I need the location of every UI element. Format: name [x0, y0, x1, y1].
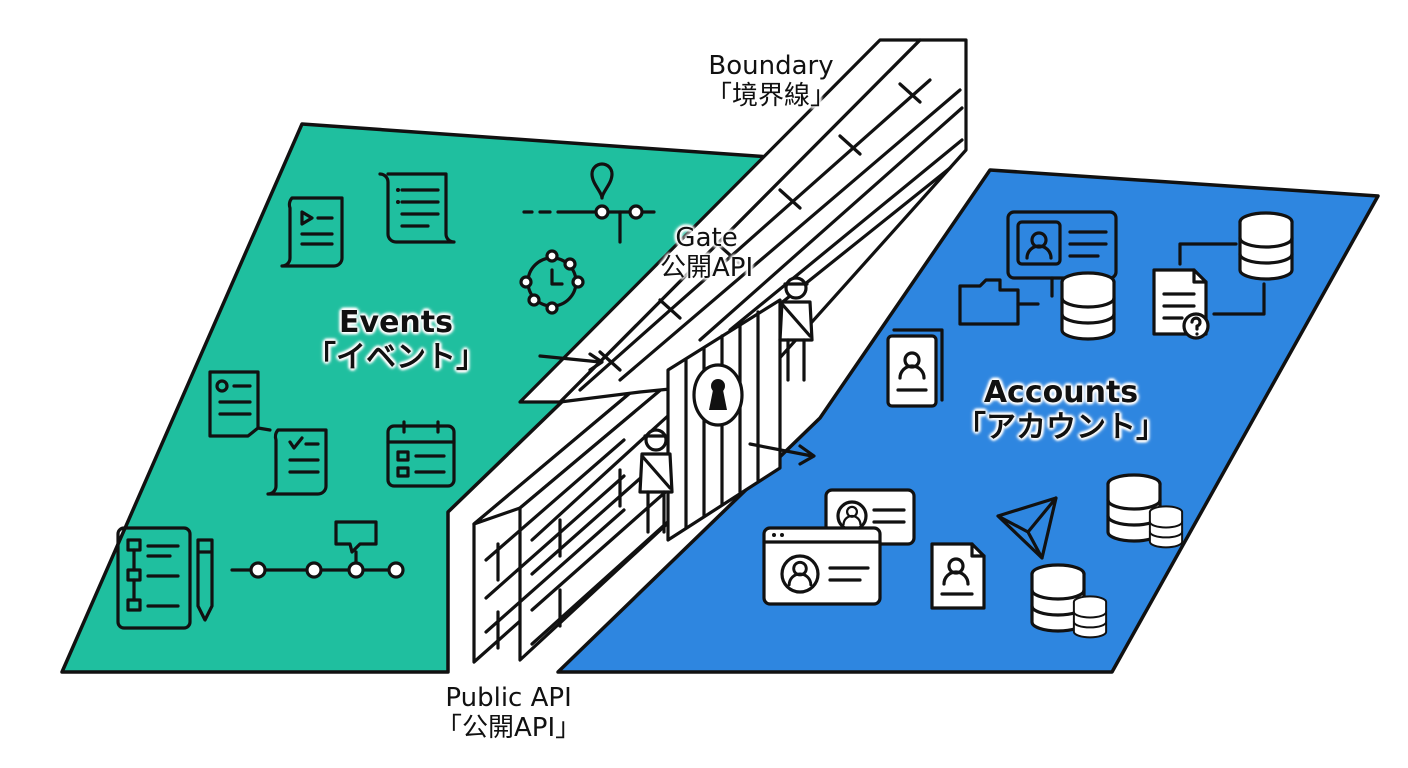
browser-profile-icon	[762, 526, 882, 606]
public-api-label-en: Public API	[445, 683, 572, 713]
accounts-label: Accounts 「アカウント」	[956, 375, 1166, 445]
accounts-label-en: Accounts	[983, 375, 1139, 410]
keyhole-icon	[709, 379, 727, 410]
gate-to-accounts-arrow	[748, 442, 816, 466]
map-pin-timeline-icon	[522, 162, 656, 244]
gate	[666, 298, 782, 542]
boundary-label-en: Boundary	[708, 51, 834, 81]
clock-cycle-icon	[519, 249, 585, 315]
boundary-label-jp: 「境界線」	[706, 80, 837, 111]
gate-label-en: Gate	[675, 223, 738, 253]
connector-line	[1178, 242, 1266, 316]
boundary-label: Boundary 「境界線」	[706, 51, 837, 112]
gate-label: Gate 公開API	[660, 223, 754, 284]
contact-document-icon	[886, 328, 944, 408]
folder-icon	[958, 278, 1040, 326]
accounts-label-jp: 「アカウント」	[956, 409, 1166, 445]
events-region	[60, 122, 814, 674]
profile-card-icon	[1006, 210, 1118, 280]
checklist-document-icon	[266, 428, 328, 496]
resume-document-icon	[208, 370, 272, 438]
guard-icon	[638, 428, 674, 534]
boundary-wall	[472, 38, 968, 664]
document-question-icon	[1152, 268, 1210, 340]
database-icon	[1060, 271, 1116, 341]
guard-icon	[778, 276, 814, 382]
contact-document-icon	[930, 542, 986, 610]
events-label: Events 「イベント」	[306, 305, 486, 375]
document-video-icon	[280, 196, 344, 268]
events-label-en: Events	[339, 305, 453, 340]
timeline-chat-icon	[230, 520, 405, 579]
scroll-list-icon	[378, 172, 456, 244]
events-label-jp: 「イベント」	[306, 339, 486, 375]
events-to-gate-arrow	[538, 352, 604, 372]
pencil-icon	[196, 538, 214, 622]
public-api-label: Public API 「公開API」	[436, 683, 582, 744]
calendar-icon	[386, 420, 456, 488]
send-icon	[996, 496, 1058, 560]
database-icon	[1238, 211, 1294, 281]
gate-label-jp: 公開API	[660, 252, 754, 283]
public-api-label-jp: 「公開API」	[436, 712, 582, 743]
flowchart-clipboard-icon	[116, 526, 192, 630]
